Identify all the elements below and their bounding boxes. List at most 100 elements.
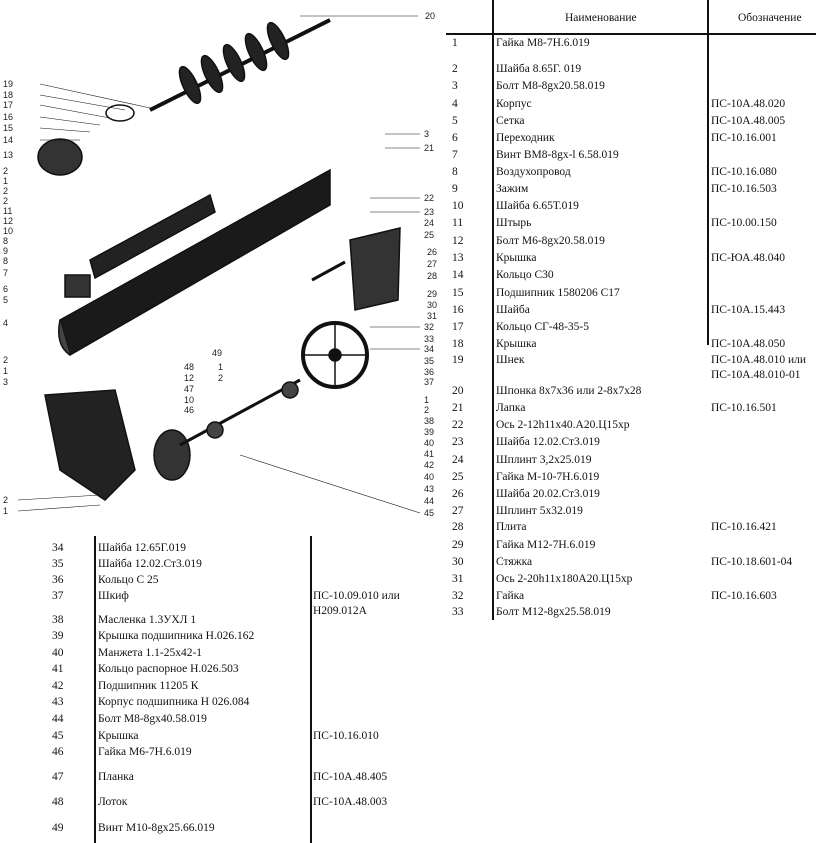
row-number: 31 [452,573,464,585]
row-number: 45 [52,730,64,742]
callout-number: 16 [3,112,14,122]
row-designation: ПС-10А.48.020 [711,98,786,110]
row-number: 17 [452,321,464,333]
row-designation: ПС-10.00.150 [711,217,777,229]
callout-number: 45 [424,508,435,518]
callout-number: 5 [3,295,9,305]
callout-number: 6 [3,284,9,294]
row-name: Шайба 12.65Г.019 [98,542,187,554]
row-name: Подшипник 11205 К [98,680,199,692]
row-name: Кольцо С30 [496,269,554,281]
row-name: Гайка М-10-7Н.6.019 [496,471,600,483]
row-name: Шплинт 5x32.019 [496,505,583,517]
row-number: 46 [52,746,64,758]
callout-number: 3 [3,377,9,387]
row-designation: ПС-10А.48.010 или [711,354,807,366]
callout-number: 14 [3,135,14,145]
row-number: 48 [52,796,64,808]
row-number: 33 [452,606,464,618]
callout-number: 41 [424,449,435,459]
callout-number: 36 [424,367,435,377]
callout-number: 43 [424,484,435,494]
row-name: Шайба 12.02.Ст3.019 [98,558,202,570]
row-designation-alt: Н209.012А [313,605,367,617]
row-name: Шайба 6.65Т.019 [496,200,579,212]
adapter [64,274,91,298]
plate [349,227,401,311]
row-number: 34 [52,542,64,554]
callout-number: 39 [424,427,435,437]
flange [105,104,135,122]
row-number: 28 [452,521,464,533]
row-number: 41 [52,663,64,675]
row-number: 2 [452,63,458,75]
row-number: 18 [452,338,464,350]
row-name: Гайка М8-7Н.6.019 [496,37,590,49]
header-designation: Обозначение [738,12,802,24]
callout-number: 19 [3,79,14,89]
bearing-cover [153,429,191,481]
callout-number: 10 [3,226,14,236]
row-name: Лоток [98,796,128,808]
row-designation: ПС-10.09.010 или [313,590,400,602]
callout-number: 13 [3,150,14,160]
callout-number: 10 [184,395,195,405]
row-number: 39 [52,630,64,642]
row-name: Болт М6-8gx20.58.019 [496,235,605,247]
row-number: 29 [452,539,464,551]
row-number: 23 [452,436,464,448]
callout-number: 2 [3,196,9,206]
row-designation: ПС-10.16.503 [711,183,777,195]
callout-number: 1 [3,366,9,376]
callout-number: 17 [3,100,14,110]
callout-number: 18 [3,90,14,100]
row-number: 26 [452,488,464,500]
callout-number: 2 [3,166,9,176]
row-name: Корпус [496,98,532,110]
row-name: Винт М10-8gx25.66.019 [98,822,215,834]
callout-number: 31 [427,311,438,321]
row-name: Шайба 20.02.Ст3.019 [496,488,600,500]
row-number: 7 [452,149,458,161]
row-designation: ПС-10.18.601-04 [711,556,793,568]
row-name: Штырь [496,217,532,229]
row-designation-alt: ПС-10А.48.010-01 [711,369,801,381]
row-designation: ПС-10.16.501 [711,402,777,414]
callout-number: 2 [3,186,9,196]
row-number: 49 [52,822,64,834]
callout-number: 49 [212,348,223,358]
callout-number: 12 [3,216,14,226]
row-name: Болт М8-8gx20.58.019 [496,80,605,92]
row-name: Кольцо СГ-48-35-5 [496,321,590,333]
callout-number: 15 [3,123,14,133]
column-divider [707,0,709,345]
callout-number: 42 [424,460,435,470]
row-name: Болт М12-8gx25.58.019 [496,606,611,618]
row-designation: ПС-10.16.080 [711,166,777,178]
row-number: 5 [452,115,458,127]
row-name: Манжета 1.1-25x42-1 [98,647,203,659]
callout-number: 46 [184,405,195,415]
row-name: Гайка [496,590,525,602]
callout-number: 40 [424,438,435,448]
callout-number: 2 [424,405,430,415]
row-number: 22 [452,419,464,431]
end-cover [37,138,83,176]
row-number: 36 [52,574,64,586]
row-name: Ось 2-12h11x40.А20.Ц15хр [496,419,630,431]
row-name: Винт ВМ8-8gx-l 6.58.019 [496,149,619,161]
row-designation: ПС-10А.48.005 [711,115,786,127]
callout-number: 26 [427,247,438,257]
row-number: 20 [452,385,464,397]
callout-number: 1 [3,176,9,186]
row-number: 47 [52,771,64,783]
callout-number: 7 [3,268,9,278]
row-number: 44 [52,713,64,725]
pulley [301,321,369,389]
row-number: 8 [452,166,458,178]
callout-number: 37 [424,377,435,387]
callout-number: 4 [3,318,9,328]
column-divider [94,536,96,843]
row-name: Шнек [496,354,525,366]
